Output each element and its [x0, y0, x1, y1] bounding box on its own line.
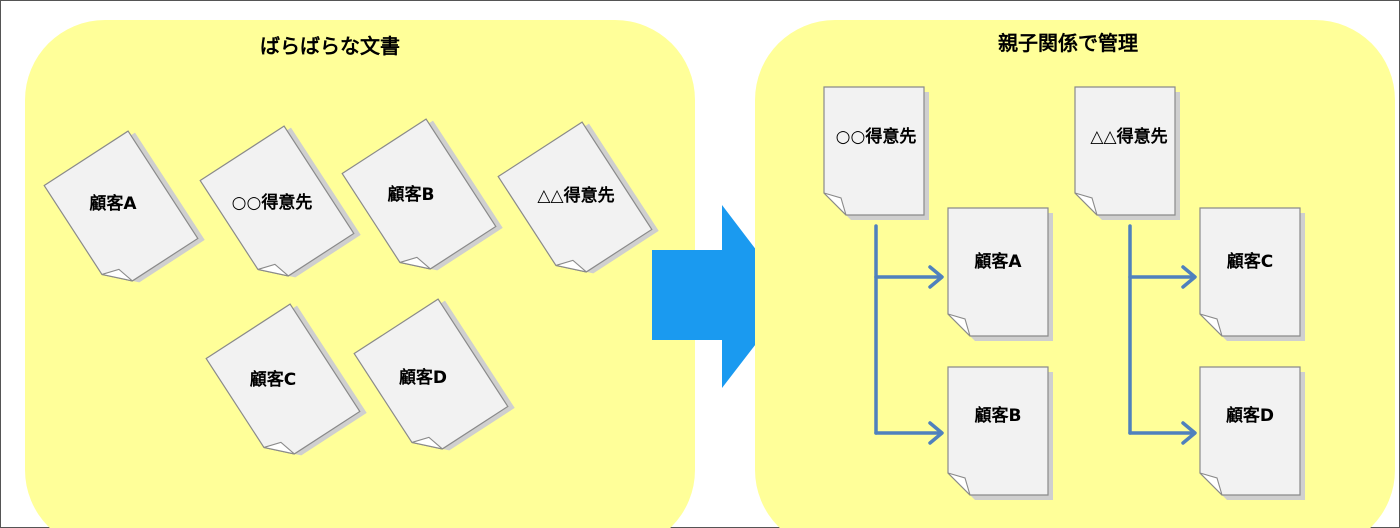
arrowhead-icon	[928, 421, 944, 445]
scattered-document: 顧客D	[353, 295, 516, 466]
document-icon	[823, 86, 930, 221]
child-document-label: 顧客C	[1227, 251, 1273, 272]
document-label: ○○得意先	[232, 192, 313, 213]
left-panel-background	[25, 20, 695, 528]
child-document: 顧客C	[1199, 207, 1306, 342]
document-label: 顧客C	[250, 369, 296, 390]
document-icon	[947, 207, 1054, 342]
child-document-label: 顧客D	[1226, 405, 1274, 426]
document-label: △△得意先	[537, 185, 614, 206]
child-document: 顧客D	[1199, 366, 1306, 501]
document-icon	[947, 366, 1054, 501]
parent-document: △△得意先	[1074, 86, 1181, 221]
connector-lines	[874, 224, 944, 445]
hierarchy-group: ○○得意先 顧客A 顧客B	[823, 86, 1054, 501]
document-icon	[1199, 366, 1306, 501]
child-document: 顧客B	[947, 366, 1054, 501]
parent-document-label: ○○得意先	[836, 126, 917, 147]
scattered-document: 顧客A	[43, 127, 206, 298]
scattered-document: 顧客B	[341, 115, 504, 286]
scattered-document: ○○得意先	[199, 122, 362, 293]
document-label: 顧客B	[388, 184, 435, 205]
scattered-document: 顧客C	[205, 300, 368, 471]
arrowhead-icon	[1181, 421, 1197, 445]
left-panel: ばらばらな文書 顧客A ○○得意先 顧客B △△得意先 顧客C 顧客D	[25, 20, 695, 528]
document-icon	[1074, 86, 1181, 221]
document-label: 顧客D	[399, 367, 447, 388]
left-panel-title: ばらばらな文書	[260, 34, 400, 58]
scattered-document: △△得意先	[497, 118, 660, 289]
document-label: 顧客A	[89, 193, 137, 214]
parent-document: ○○得意先	[823, 86, 930, 221]
parent-document-label: △△得意先	[1090, 126, 1167, 147]
child-document-label: 顧客B	[975, 405, 1022, 426]
right-panel: 親子関係で管理 ○○得意先 顧客A 顧客B	[755, 20, 1395, 528]
right-panel-title: 親子関係で管理	[998, 31, 1138, 55]
document-icon	[1199, 207, 1306, 342]
arrowhead-icon	[928, 265, 944, 289]
child-document-label: 顧客A	[974, 251, 1022, 272]
connector-lines	[1128, 224, 1197, 445]
hierarchy-group: △△得意先 顧客C 顧客D	[1074, 86, 1306, 501]
arrowhead-icon	[1181, 265, 1197, 289]
child-document: 顧客A	[947, 207, 1054, 342]
